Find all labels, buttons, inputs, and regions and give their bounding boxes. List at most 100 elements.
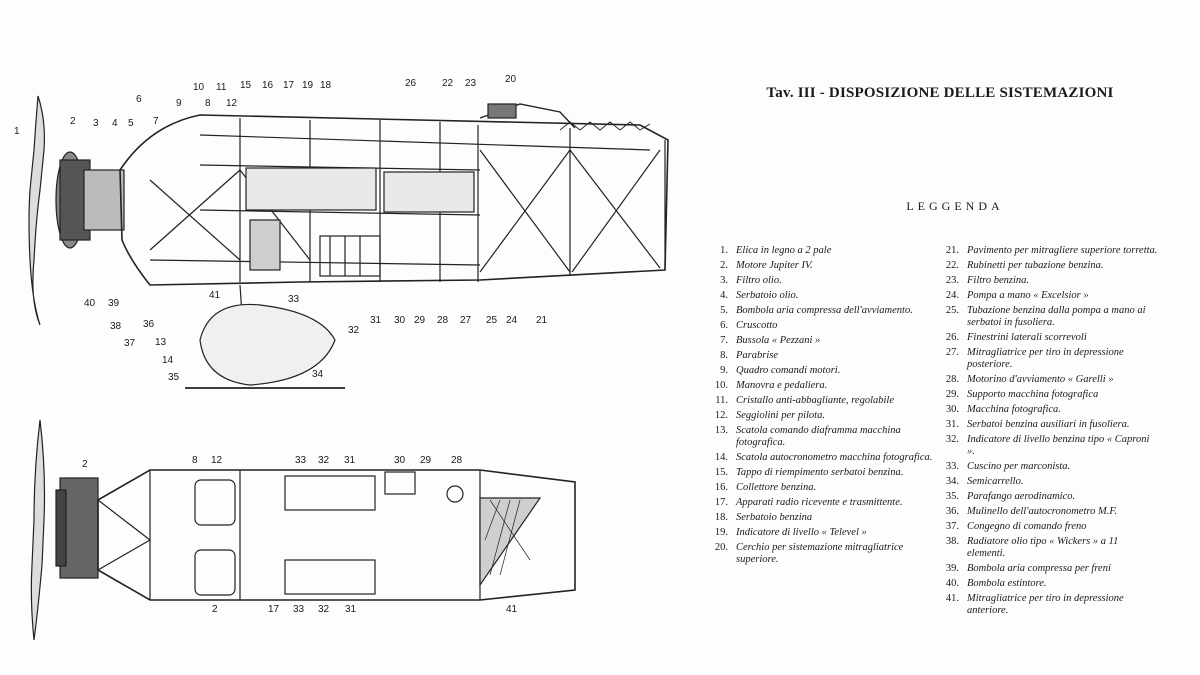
legend-item: 16.Collettore benzina. <box>714 482 817 493</box>
label-top-8: 8 <box>192 455 198 466</box>
legend-item: 5.Bombola aria compressa dell'avviamento… <box>720 305 913 316</box>
legend-item: 23.Filtro benzina. <box>945 275 1030 286</box>
label-side-5: 5 <box>128 118 134 129</box>
propeller-side <box>28 95 45 326</box>
label-side-37: 37 <box>124 338 136 349</box>
legend-item: 37.Congegno di comando freno <box>945 521 1087 532</box>
top-number-labels: 2 8 12 33 32 31 30 29 28 2 17 33 32 31 4… <box>82 455 518 615</box>
legend-item: 38.Radiatore olio tipo « Wickers » a 11 … <box>945 536 1119 559</box>
legend-item: 27.Mitragliatrice per tiro in depression… <box>945 347 1124 370</box>
engine-side <box>55 151 125 249</box>
fuselage-top <box>97 469 576 601</box>
label-side-34: 34 <box>312 369 324 380</box>
legend-item: 7.Bussola « Pezzani » <box>720 335 821 346</box>
propeller-top <box>30 419 46 641</box>
label-side-3: 3 <box>93 118 99 129</box>
legend-item: 1.Elica in legno a 2 pale <box>720 245 832 256</box>
label-side-18: 18 <box>320 80 332 91</box>
legend-item: 31.Serbatoi benzina ausiliari in fusolie… <box>945 419 1130 430</box>
label-side-10: 10 <box>193 82 205 93</box>
top-view <box>30 419 576 641</box>
legend-item: 3.Filtro olio. <box>720 275 782 286</box>
label-side-25: 25 <box>486 315 498 326</box>
legend-item: 25.Tubazione benzina dalla pompa a mano … <box>945 305 1146 328</box>
label-top-41: 41 <box>506 604 518 615</box>
label-side-28: 28 <box>437 315 449 326</box>
legend-item: 36.Mulinello dell'autocronometro M.F. <box>945 506 1118 517</box>
legend-item: 15.Tappo di riempimento serbatoi benzina… <box>714 467 904 478</box>
legend-item: 2.Motore Jupiter IV. <box>720 260 813 271</box>
label-side-15: 15 <box>240 80 252 91</box>
legend-item: 33.Cuscino per marconista. <box>945 461 1071 472</box>
legend-item: 22.Rubinetti per tubazione benzina. <box>945 260 1104 271</box>
side-number-labels: 1 2 3 4 5 6 7 8 9 10 11 12 13 14 15 16 1… <box>14 74 548 383</box>
label-side-9: 9 <box>176 98 182 109</box>
label-side-1: 1 <box>14 126 20 137</box>
label-top-17: 17 <box>268 604 280 615</box>
label-top-31b: 31 <box>345 604 357 615</box>
label-side-33: 33 <box>288 294 300 305</box>
legend-item: 26.Finestrini laterali scorrevoli <box>945 332 1087 343</box>
label-top-30: 30 <box>394 455 406 466</box>
label-side-14: 14 <box>162 355 174 366</box>
label-side-26: 26 <box>405 78 417 89</box>
label-side-36: 36 <box>143 319 155 330</box>
legend-heading: LEGGENDA <box>906 199 1004 213</box>
legend-item: 19.Indicatore di livello « Televel » <box>714 527 867 538</box>
label-side-16: 16 <box>262 80 274 91</box>
legend-item: 29.Supporto macchina fotografica <box>945 389 1099 400</box>
label-side-32: 32 <box>348 325 360 336</box>
label-side-23: 23 <box>465 78 477 89</box>
legend-item: 4.Serbatoio olio. <box>720 290 799 301</box>
legend-item: 30.Macchina fotografica. <box>945 404 1061 415</box>
legend-item: 32.Indicatore di livello benzina tipo « … <box>945 434 1150 457</box>
fuselage-side <box>119 114 669 286</box>
label-side-40: 40 <box>84 298 96 309</box>
legend-item: 9.Quadro comandi motori. <box>720 365 841 376</box>
label-top-2: 2 <box>82 459 88 470</box>
label-side-38: 38 <box>110 321 122 332</box>
label-top-29: 29 <box>420 455 432 466</box>
legend-item: 14.Scatola autocronometro macchina fotog… <box>714 452 933 463</box>
legend-item: 11.Cristallo anti-abbagliante, regolabil… <box>715 395 894 406</box>
label-side-24: 24 <box>506 315 518 326</box>
label-top-31: 31 <box>344 455 356 466</box>
label-side-2: 2 <box>70 116 76 127</box>
label-side-19: 19 <box>302 80 314 91</box>
label-top-33: 33 <box>295 455 307 466</box>
label-side-41: 41 <box>209 290 221 301</box>
legend-item: 17.Apparati radio ricevente e trasmitten… <box>714 497 903 508</box>
legend-item: 10.Manovra e pedaliera. <box>714 380 828 391</box>
label-top-12: 12 <box>211 455 223 466</box>
label-side-8: 8 <box>205 98 211 109</box>
label-top-32b: 32 <box>318 604 330 615</box>
side-view <box>28 95 669 389</box>
label-side-35: 35 <box>168 372 180 383</box>
legend-item: 6.Cruscotto <box>720 320 778 331</box>
landing-gear-side <box>185 284 345 389</box>
label-side-17: 17 <box>283 80 295 91</box>
label-side-27: 27 <box>460 315 472 326</box>
label-top-2b: 2 <box>212 604 218 615</box>
label-side-30: 30 <box>394 315 406 326</box>
label-top-28: 28 <box>451 455 463 466</box>
legend-item: 40.Bombola estintore. <box>945 578 1047 589</box>
label-side-21: 21 <box>536 315 548 326</box>
legend-item: 20.Cerchio per sistemazione mitragliatri… <box>714 542 904 565</box>
label-side-29: 29 <box>414 315 426 326</box>
aircraft-drawings: 1 2 3 4 5 6 7 8 9 10 11 12 13 14 15 16 1… <box>14 74 669 641</box>
label-side-6: 6 <box>136 94 142 105</box>
page-title: Tav. III - DISPOSIZIONE DELLE SISTEMAZIO… <box>766 85 1114 101</box>
label-side-13: 13 <box>155 337 167 348</box>
label-top-33b: 33 <box>293 604 305 615</box>
legend-item: 39.Bombola aria compressa per freni <box>945 563 1111 574</box>
label-side-20: 20 <box>505 74 517 85</box>
legend-left-column: 1.Elica in legno a 2 pale 2.Motore Jupit… <box>706 245 934 569</box>
label-side-12: 12 <box>226 98 238 109</box>
legend-item: 13.Scatola comando diaframma macchina fo… <box>714 425 901 448</box>
label-side-39: 39 <box>108 298 120 309</box>
legend-item: 8.Parabrise <box>720 350 778 361</box>
label-side-31: 31 <box>370 315 382 326</box>
legend-item: 21.Pavimento per mitragliere superiore t… <box>945 245 1158 256</box>
legend-item: 28.Motorino d'avviamento « Garelli » <box>945 374 1114 385</box>
